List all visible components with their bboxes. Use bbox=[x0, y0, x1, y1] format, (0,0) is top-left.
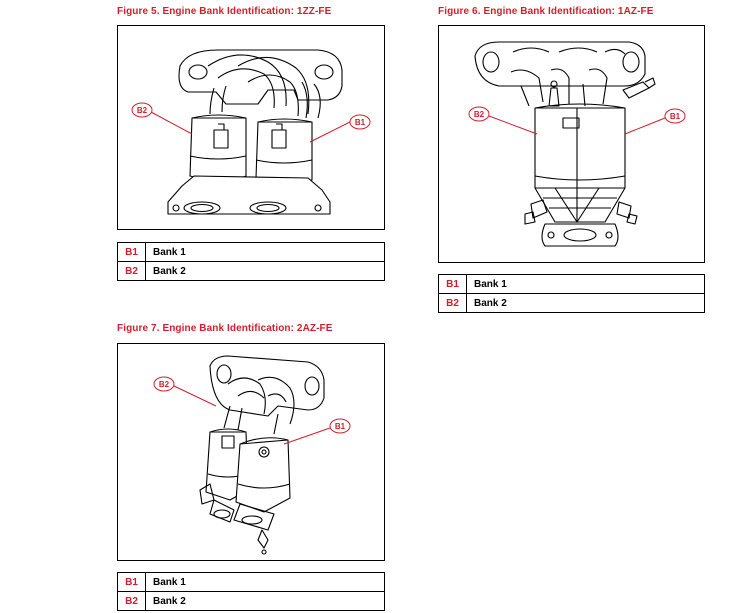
legend-label: Bank 2 bbox=[466, 293, 705, 313]
legend-code: B1 bbox=[438, 274, 467, 294]
legend-row: B1 Bank 1 bbox=[117, 572, 385, 592]
callout-b2: B2 bbox=[159, 380, 170, 389]
legend-code: B1 bbox=[117, 242, 146, 262]
legend-code: B1 bbox=[117, 572, 146, 592]
legend-row: B2 Bank 2 bbox=[438, 293, 705, 313]
figure-5-title: Figure 5. Engine Bank Identification: 1Z… bbox=[117, 6, 332, 17]
figure-6-legend: B1 Bank 1 B2 Bank 2 bbox=[438, 274, 705, 313]
legend-row: B1 Bank 1 bbox=[438, 274, 705, 294]
legend-row: B2 Bank 2 bbox=[117, 591, 385, 611]
legend-code: B2 bbox=[438, 293, 467, 313]
figure-6-illustration: B2 B1 bbox=[438, 25, 705, 263]
callout-b2: B2 bbox=[474, 110, 485, 119]
exhaust-manifold-2az-drawing: B2 B1 bbox=[153, 355, 351, 555]
figure-7-legend: B1 Bank 1 B2 Bank 2 bbox=[117, 572, 385, 611]
exhaust-manifold-1zz-drawing: B2 B1 bbox=[131, 49, 371, 215]
figure-7-title: Figure 7. Engine Bank Identification: 2A… bbox=[117, 323, 333, 334]
exhaust-manifold-1az-drawing: B2 B1 bbox=[468, 41, 686, 247]
figure-5-legend: B1 Bank 1 B2 Bank 2 bbox=[117, 242, 385, 281]
legend-code: B2 bbox=[117, 261, 146, 281]
legend-row: B2 Bank 2 bbox=[117, 261, 385, 281]
legend-label: Bank 1 bbox=[466, 274, 705, 294]
figure-7-illustration: B2 B1 bbox=[117, 343, 385, 561]
callout-b1: B1 bbox=[670, 112, 681, 121]
legend-code: B2 bbox=[117, 591, 146, 611]
legend-label: Bank 1 bbox=[145, 572, 385, 592]
legend-label: Bank 2 bbox=[145, 261, 385, 281]
legend-row: B1 Bank 1 bbox=[117, 242, 385, 262]
legend-label: Bank 1 bbox=[145, 242, 385, 262]
figure-5-illustration: B2 B1 bbox=[117, 25, 385, 230]
callout-b1: B1 bbox=[355, 118, 366, 127]
callout-b2: B2 bbox=[137, 106, 148, 115]
legend-label: Bank 2 bbox=[145, 591, 385, 611]
callout-b1: B1 bbox=[335, 422, 346, 431]
figure-6-title: Figure 6. Engine Bank Identification: 1A… bbox=[438, 6, 654, 17]
